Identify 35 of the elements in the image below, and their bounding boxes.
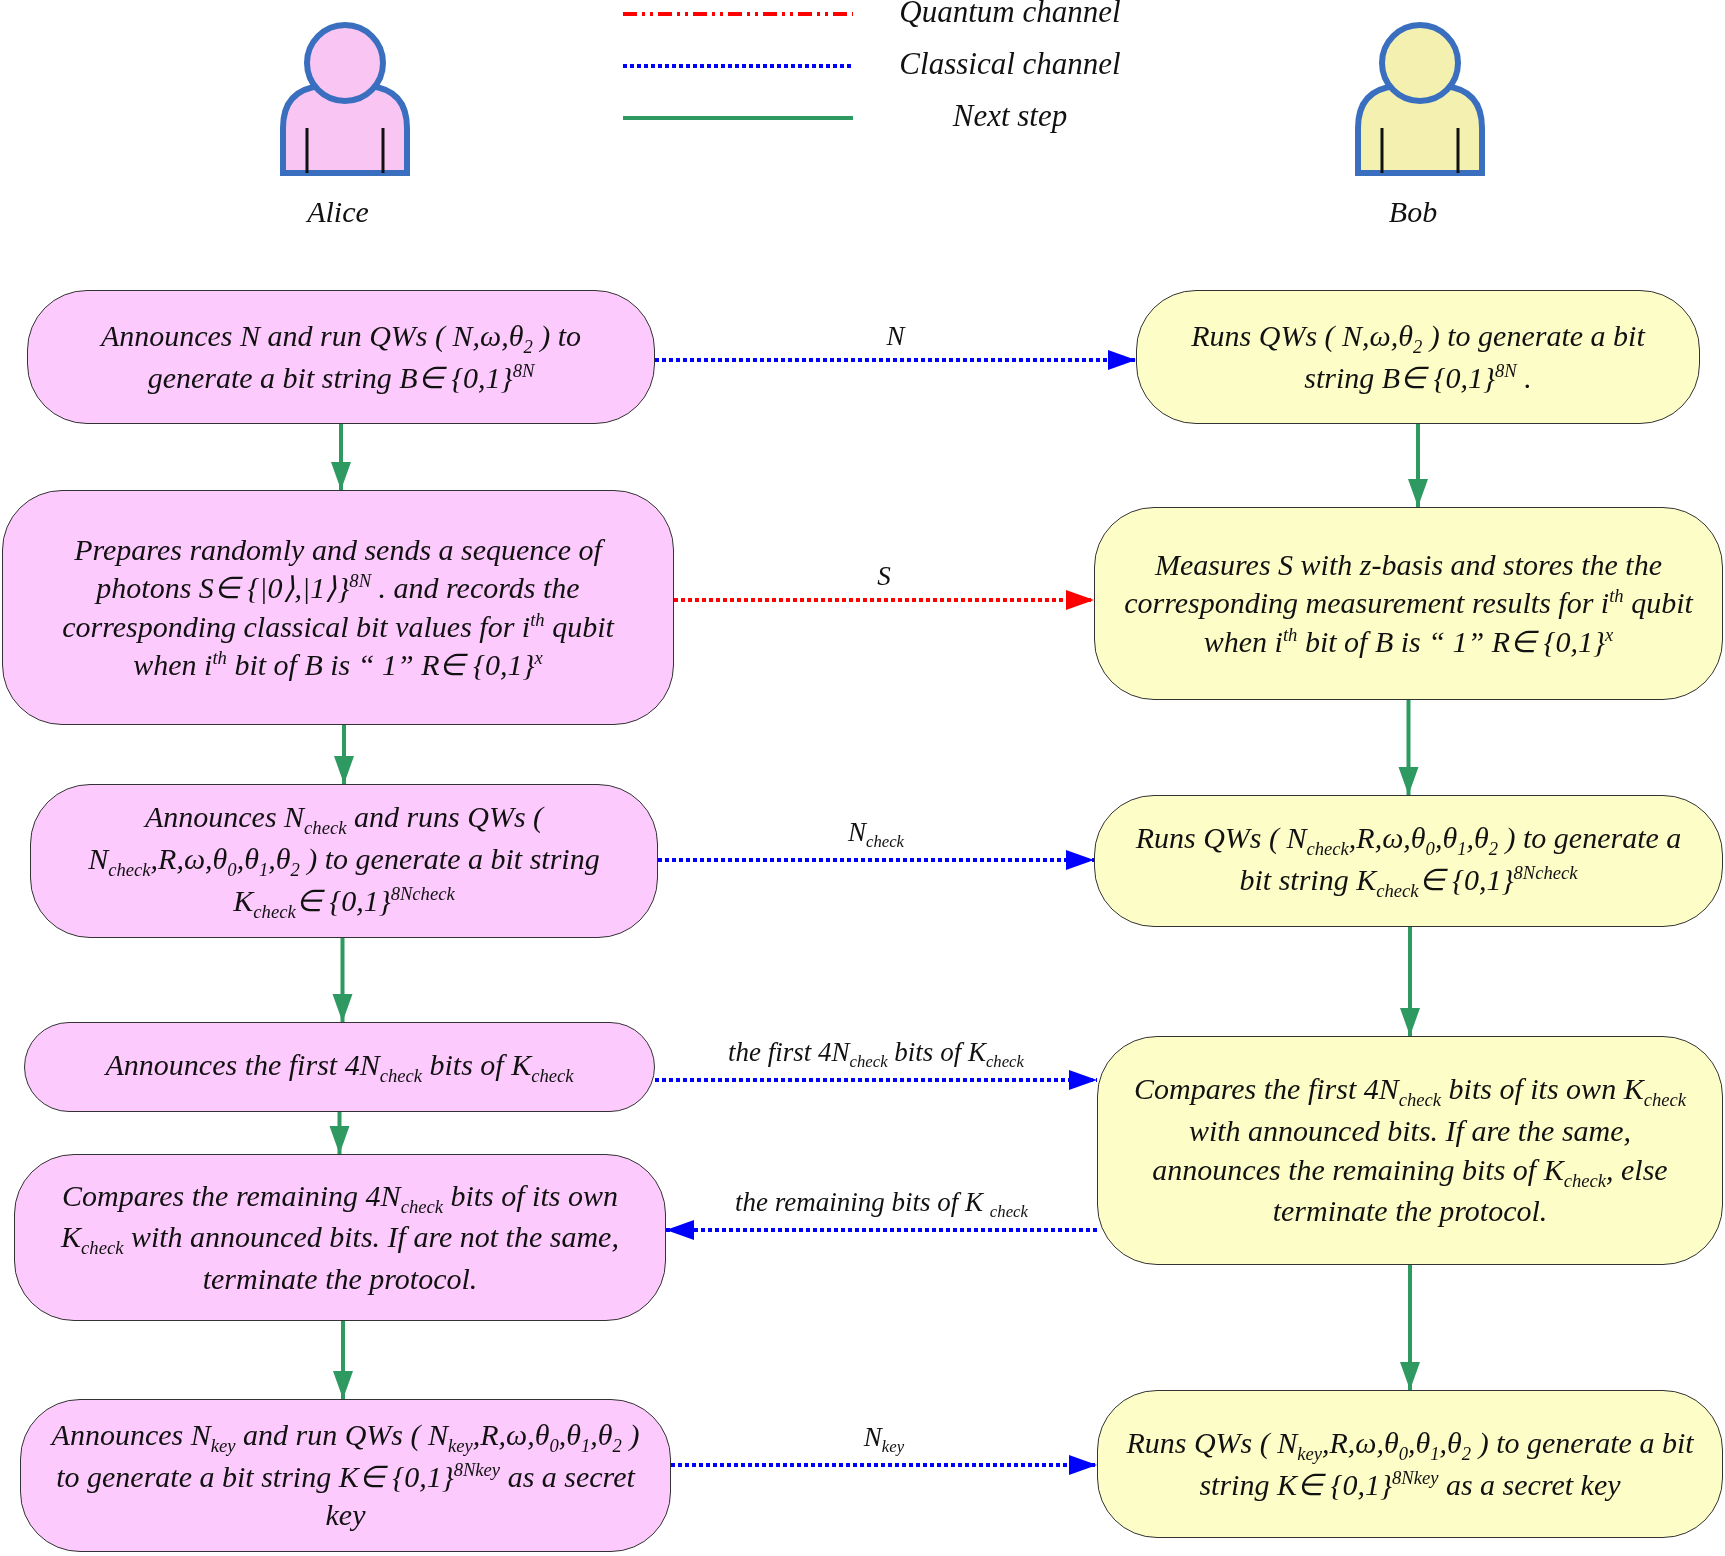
- arrow: [1408, 424, 1428, 507]
- node-text: Measures S with z-basis and stores the the corresponding measurement results for i$^{th}$ qubit when i$^{th}$ bit of B is “ 1” R∈ {0,1}$^{x}$: [1123, 546, 1695, 660]
- process-box: [2, 490, 674, 725]
- actor-name: Bob: [1388, 195, 1438, 229]
- arrow: [674, 590, 1094, 610]
- arrow: [333, 1321, 353, 1399]
- arrow: [666, 1220, 1097, 1240]
- node-text: Runs QWs ( N$_{check}$,R,ω,θ$_{0}$,θ$_{1}$,θ$_{2}$ ) to generate a bit string K$_{check}$∈ {0,1}$^{8Ncheck}$: [1134, 820, 1683, 903]
- arrow: [1398, 700, 1419, 795]
- arrow: [332, 938, 353, 1022]
- node-text: Announces N$_{check}$ and runs QWs ( N$_{check}$,R,ω,θ$_{0}$,θ$_{1}$,θ$_{2}$ ) to generate a bit string K$_{check}$∈ {0,1}$^{8Ncheck}$: [87, 799, 601, 924]
- arrow: [655, 350, 1136, 370]
- arrow: [658, 850, 1094, 870]
- legend-text: Next step: [952, 98, 1068, 134]
- node-text: Announces N and run QWs ( N,ω,θ$_{2}$ ) to generate a bit string B∈ {0,1}$^{8N}$: [98, 317, 583, 396]
- process-box: [1097, 1036, 1723, 1265]
- arrow: [671, 1455, 1097, 1475]
- node-text: Compares the first 4N$_{check}$ bits of its own K$_{check}$ with announced bits. If are the same, announces the remaining bits of K$_{check}$, else terminate the protocol.: [1133, 1071, 1687, 1230]
- node-text: Announces the first 4N$_{check}$ bits of K$_{check}$: [105, 1047, 574, 1088]
- arrow: [331, 424, 351, 490]
- legend-text: Quantum channel: [899, 0, 1121, 30]
- arrow: [655, 1070, 1097, 1090]
- node-text: Runs QWs ( N$_{key}$,R,ω,θ$_{0}$,θ$_{1}$,θ$_{2}$ ) to generate a bit string K∈ {0,1}$^{8Nkey}$ as a secret key: [1125, 1424, 1695, 1503]
- node-text: Compares the remaining 4N$_{check}$ bits of its own K$_{check}$ with announced bits. If are not the same, terminate the protocol.: [59, 1177, 620, 1298]
- arrow: [1400, 1265, 1420, 1390]
- process-box: [1094, 507, 1723, 700]
- arrow: [329, 1112, 350, 1154]
- legend-text: Classical channel: [899, 46, 1121, 82]
- arrow: [334, 725, 354, 784]
- node-text: Runs QWs ( N,ω,θ$_{2}$ ) to generate a bit string B∈ {0,1}$^{8N}$ .: [1190, 317, 1647, 396]
- arrow: [1400, 927, 1420, 1036]
- actor-name: Alice: [307, 195, 369, 229]
- process-box: [14, 1154, 666, 1321]
- node-text: Prepares randomly and sends a sequence of photons S∈ {|0⟩,|1⟩}$^{8N}$ . and records the corresponding classical bit values for i$^{th}$ qubit when i$^{th}$ bit of B is “ 1” R∈ {0,1}$^{x}$: [61, 531, 616, 683]
- node-text: Announces N$_{key}$ and run QWs ( N$_{key}$,R,ω,θ$_{0}$,θ$_{1}$,θ$_{2}$ ) to generate a bit string K∈ {0,1}$^{8Nkey}$ as a secret key: [49, 1417, 641, 1534]
